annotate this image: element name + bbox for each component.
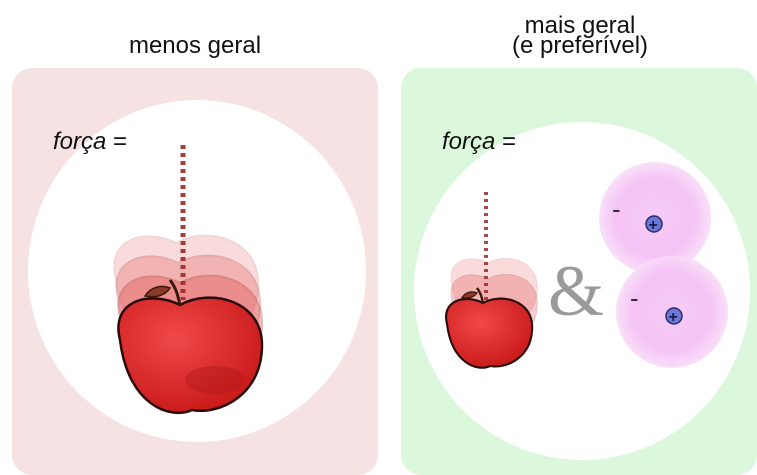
ampersand-symbol: &	[548, 251, 604, 331]
left-heading-text: menos geral	[128, 32, 262, 59]
left-heading: menos geral	[60, 34, 330, 58]
positive-charge-label: +	[649, 217, 658, 234]
positive-charge-icon	[665, 307, 683, 325]
right-formula-label: força	[442, 128, 496, 155]
right-heading-line1: mais geral	[524, 12, 636, 39]
left-formula-label: força	[53, 128, 107, 155]
left-apple-icon	[117, 279, 264, 415]
right-formula-equals: =	[495, 128, 517, 155]
negative-charge-icon: -	[630, 283, 639, 313]
left-formula: força =	[53, 128, 127, 156]
positive-charge-label: +	[669, 309, 678, 326]
charge-cloud-bottom: - +	[616, 256, 728, 368]
left-formula-equals: =	[106, 128, 128, 155]
right-heading-line2: (e preferível)	[511, 32, 649, 59]
negative-charge-icon: -	[612, 194, 621, 224]
positive-charge-icon	[645, 215, 663, 233]
charge-cloud-top: - +	[599, 162, 711, 274]
right-heading: mais geral (e preferível)	[440, 12, 720, 59]
right-formula: força =	[442, 128, 516, 156]
right-apple-icon	[445, 287, 534, 369]
